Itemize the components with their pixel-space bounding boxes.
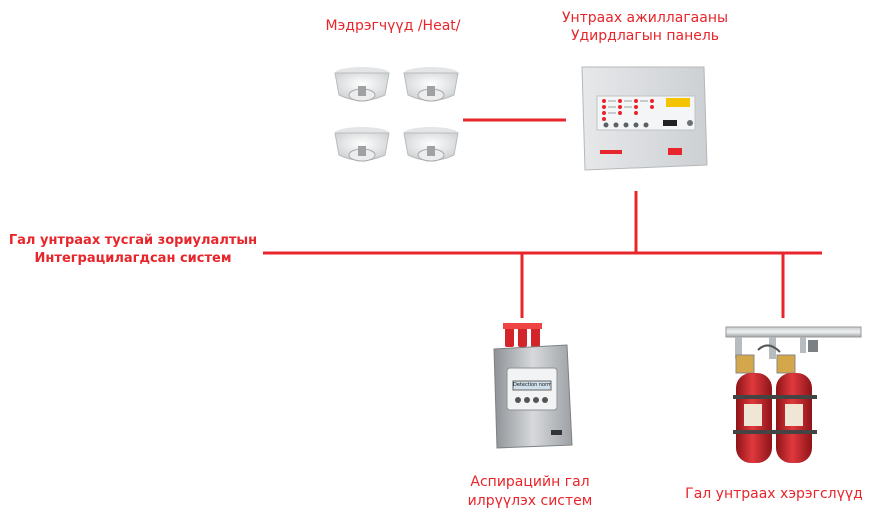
system-label-line2: Интеграцилагдсан систем — [34, 251, 232, 266]
aspirating-detector-icon — [493, 323, 573, 449]
aspirating-display-text: Detection normal — [513, 382, 551, 388]
detectors-label: Мэдрэгчүүд /Heat/ — [325, 18, 461, 34]
system-label-line1: Гал унтраах тусгай зориулалтын — [8, 233, 258, 248]
panel-label-line2: Удирдлагын панель — [570, 28, 720, 44]
heat-detector-icon — [403, 127, 459, 162]
extinguishers-label: Гал унтраах хэрэгслүүд — [685, 486, 863, 502]
extinguisher-icon — [725, 326, 862, 463]
aspirating-label-line2: илрүүлэх систем — [467, 493, 593, 509]
heat-detector-icon — [334, 67, 390, 102]
aspirating-label-line1: Аспирацийн гал — [470, 474, 590, 490]
heat-detector-icon — [403, 67, 459, 102]
panel-label-line1: Унтраах ажиллагааны — [561, 10, 729, 26]
heat-detector-icon — [334, 127, 390, 162]
control-panel-icon — [581, 66, 708, 171]
